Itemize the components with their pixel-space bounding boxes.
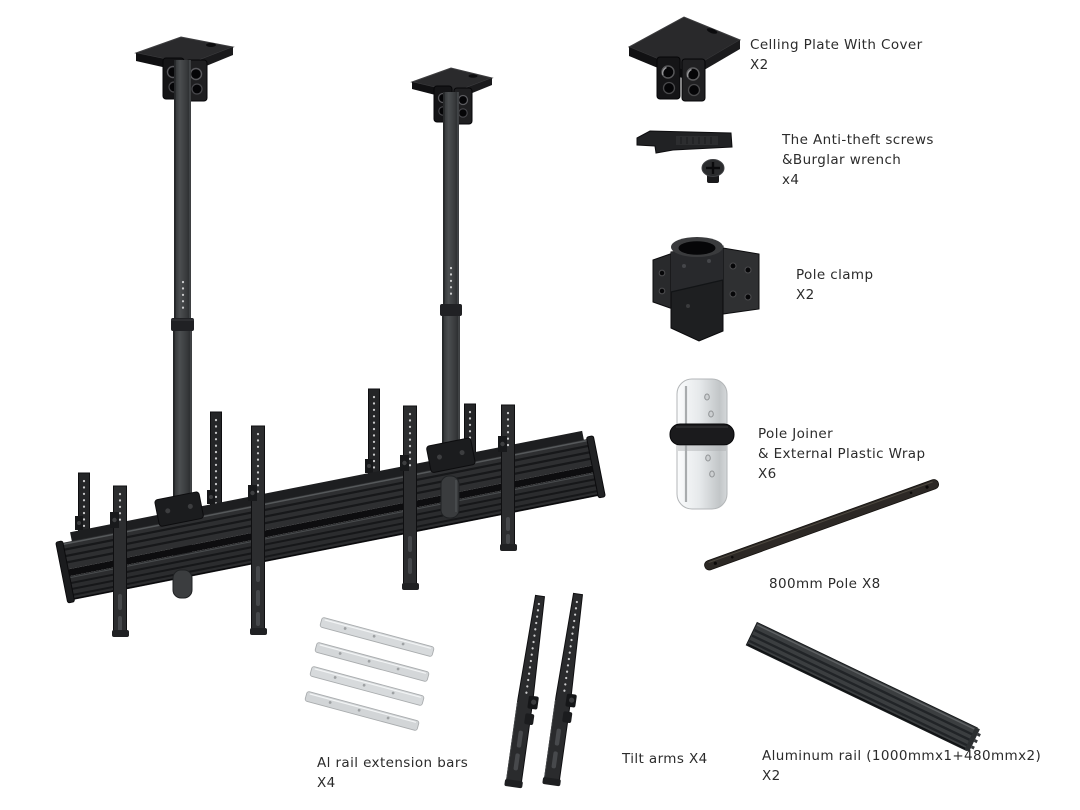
part-al-rail-extension-bars-icon [304, 617, 435, 731]
part-anti-theft-screws-icon [636, 130, 733, 183]
label-al-rail-extension-line1: Al rail extension bars [317, 755, 469, 771]
label-800mm-pole: 800mm Pole X8 [769, 574, 881, 594]
label-ceiling-plate: Celling Plate With Cover X2 [750, 35, 923, 75]
label-anti-theft-line2: &Burglar wrench [782, 152, 902, 168]
main-assembly-illustration [55, 36, 606, 637]
part-aluminum-rail-icon [745, 621, 981, 752]
part-tilt-arms-icon [503, 591, 592, 791]
label-ceiling-plate-line1: Celling Plate With Cover [750, 37, 923, 53]
label-al-rail-extension-qty: X4 [317, 775, 336, 791]
label-pole-joiner: Pole Joiner & External Plastic Wrap X6 [758, 424, 925, 484]
assembly-pole-end-caps-icon [172, 475, 460, 599]
anti-theft-screw-icon [701, 159, 725, 183]
assembly-front-arms-icon [110, 404, 517, 637]
label-aluminum-rail: Aluminum rail (1000mmx1+480mmx2) X2 [762, 746, 1041, 786]
label-aluminum-rail-qty: X2 [762, 768, 781, 784]
part-pole-clamp-icon [652, 237, 760, 342]
label-anti-theft-line1: The Anti-theft screws [782, 132, 934, 148]
part-pole-joiner-icon [669, 378, 735, 510]
part-800mm-pole-icon [704, 479, 940, 571]
label-aluminum-rail-line1: Aluminum rail (1000mmx1+480mmx2) [762, 748, 1042, 764]
label-pole-clamp: Pole clamp X2 [796, 265, 873, 305]
label-anti-theft: The Anti-theft screws &Burglar wrench x4 [782, 130, 934, 190]
label-pole-joiner-line2: & External Plastic Wrap [758, 446, 926, 462]
label-anti-theft-qty: x4 [782, 172, 800, 188]
label-pole-clamp-qty: X2 [796, 287, 815, 303]
assembly-pole-right-icon [440, 92, 462, 472]
assembly-dual-rail-icon [55, 430, 606, 604]
label-al-rail-extension: Al rail extension bars X4 [317, 753, 468, 793]
label-tilt-arms: Tilt arms X4 [622, 749, 708, 769]
label-pole-joiner-qty: X6 [758, 466, 777, 482]
label-pole-clamp-line1: Pole clamp [796, 267, 874, 283]
label-ceiling-plate-qty: X2 [750, 57, 769, 73]
label-800mm-pole-line1: 800mm Pole X8 [769, 576, 881, 592]
label-pole-joiner-line1: Pole Joiner [758, 426, 834, 442]
label-tilt-arms-line1: Tilt arms X4 [622, 751, 708, 767]
part-ceiling-plate-icon [627, 16, 742, 102]
